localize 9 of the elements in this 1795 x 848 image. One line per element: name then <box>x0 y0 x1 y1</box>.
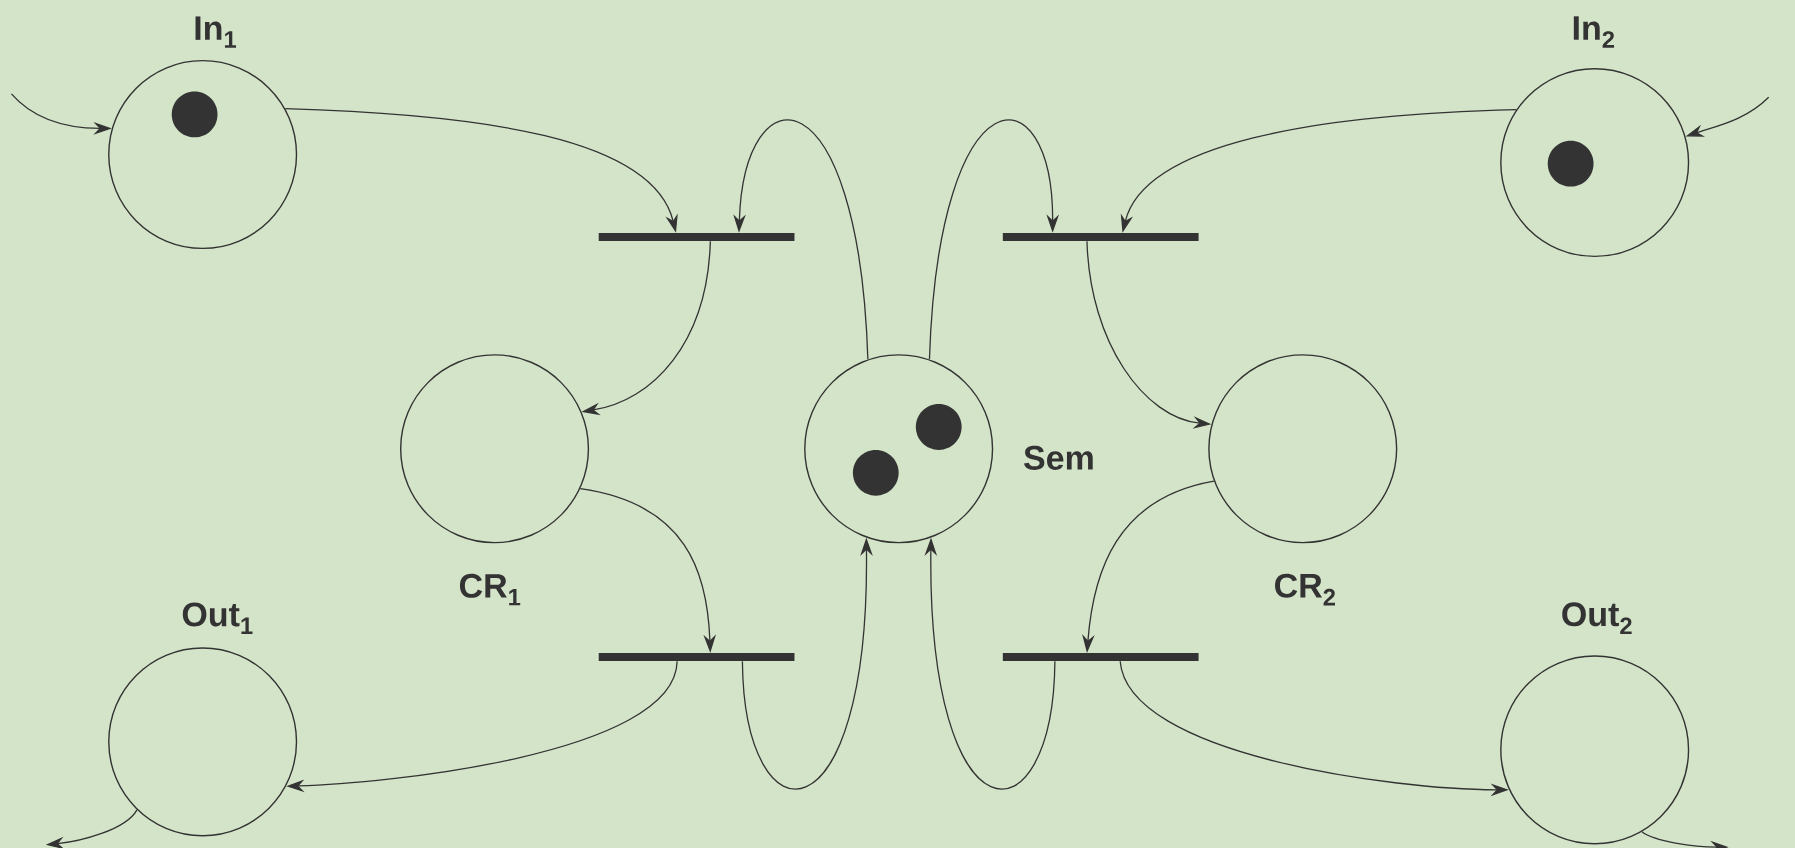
place-label: Out$_{2}$ <box>1562 602 1632 634</box>
place-label: Out$_{1}$ <box>182 602 253 634</box>
place-label: In$_{1}$ <box>195 16 237 48</box>
arc-arrow <box>733 119 869 360</box>
place-label: CR$_{2}$ <box>1275 573 1335 606</box>
arc-arrow <box>928 119 1060 360</box>
place-label: Sem <box>1024 445 1093 470</box>
place-label: In$_{2}$ <box>1573 16 1615 48</box>
place-label: CR$_{1}$ <box>459 573 521 606</box>
